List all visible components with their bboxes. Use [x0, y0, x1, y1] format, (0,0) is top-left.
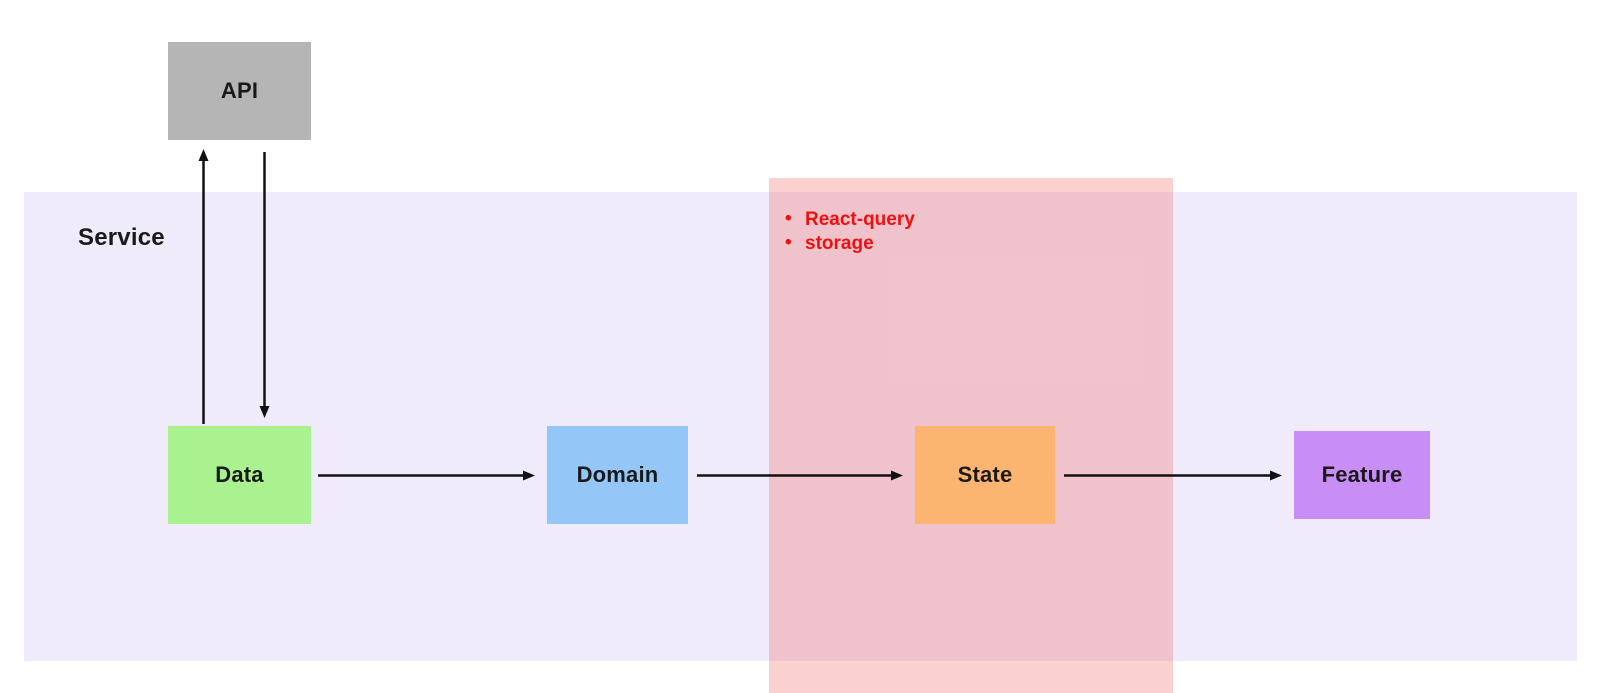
node-feature-label: Feature [1321, 462, 1403, 487]
service-layer-label: Service [78, 224, 165, 251]
scope-note-storage: storage [783, 231, 915, 256]
node-state[interactable]: State [915, 426, 1055, 524]
node-domain[interactable]: Domain [547, 426, 688, 524]
node-api[interactable]: API [168, 42, 311, 140]
node-data[interactable]: Data [168, 426, 311, 524]
scope-note-react-query: React-query [783, 207, 915, 232]
node-domain-label: Domain [576, 462, 659, 487]
scope-notes-list: React-query storage [783, 207, 915, 256]
node-api-label: API [220, 78, 259, 103]
node-state-label: State [957, 462, 1013, 487]
node-feature[interactable]: Feature [1294, 431, 1430, 519]
node-data-label: Data [215, 462, 264, 487]
